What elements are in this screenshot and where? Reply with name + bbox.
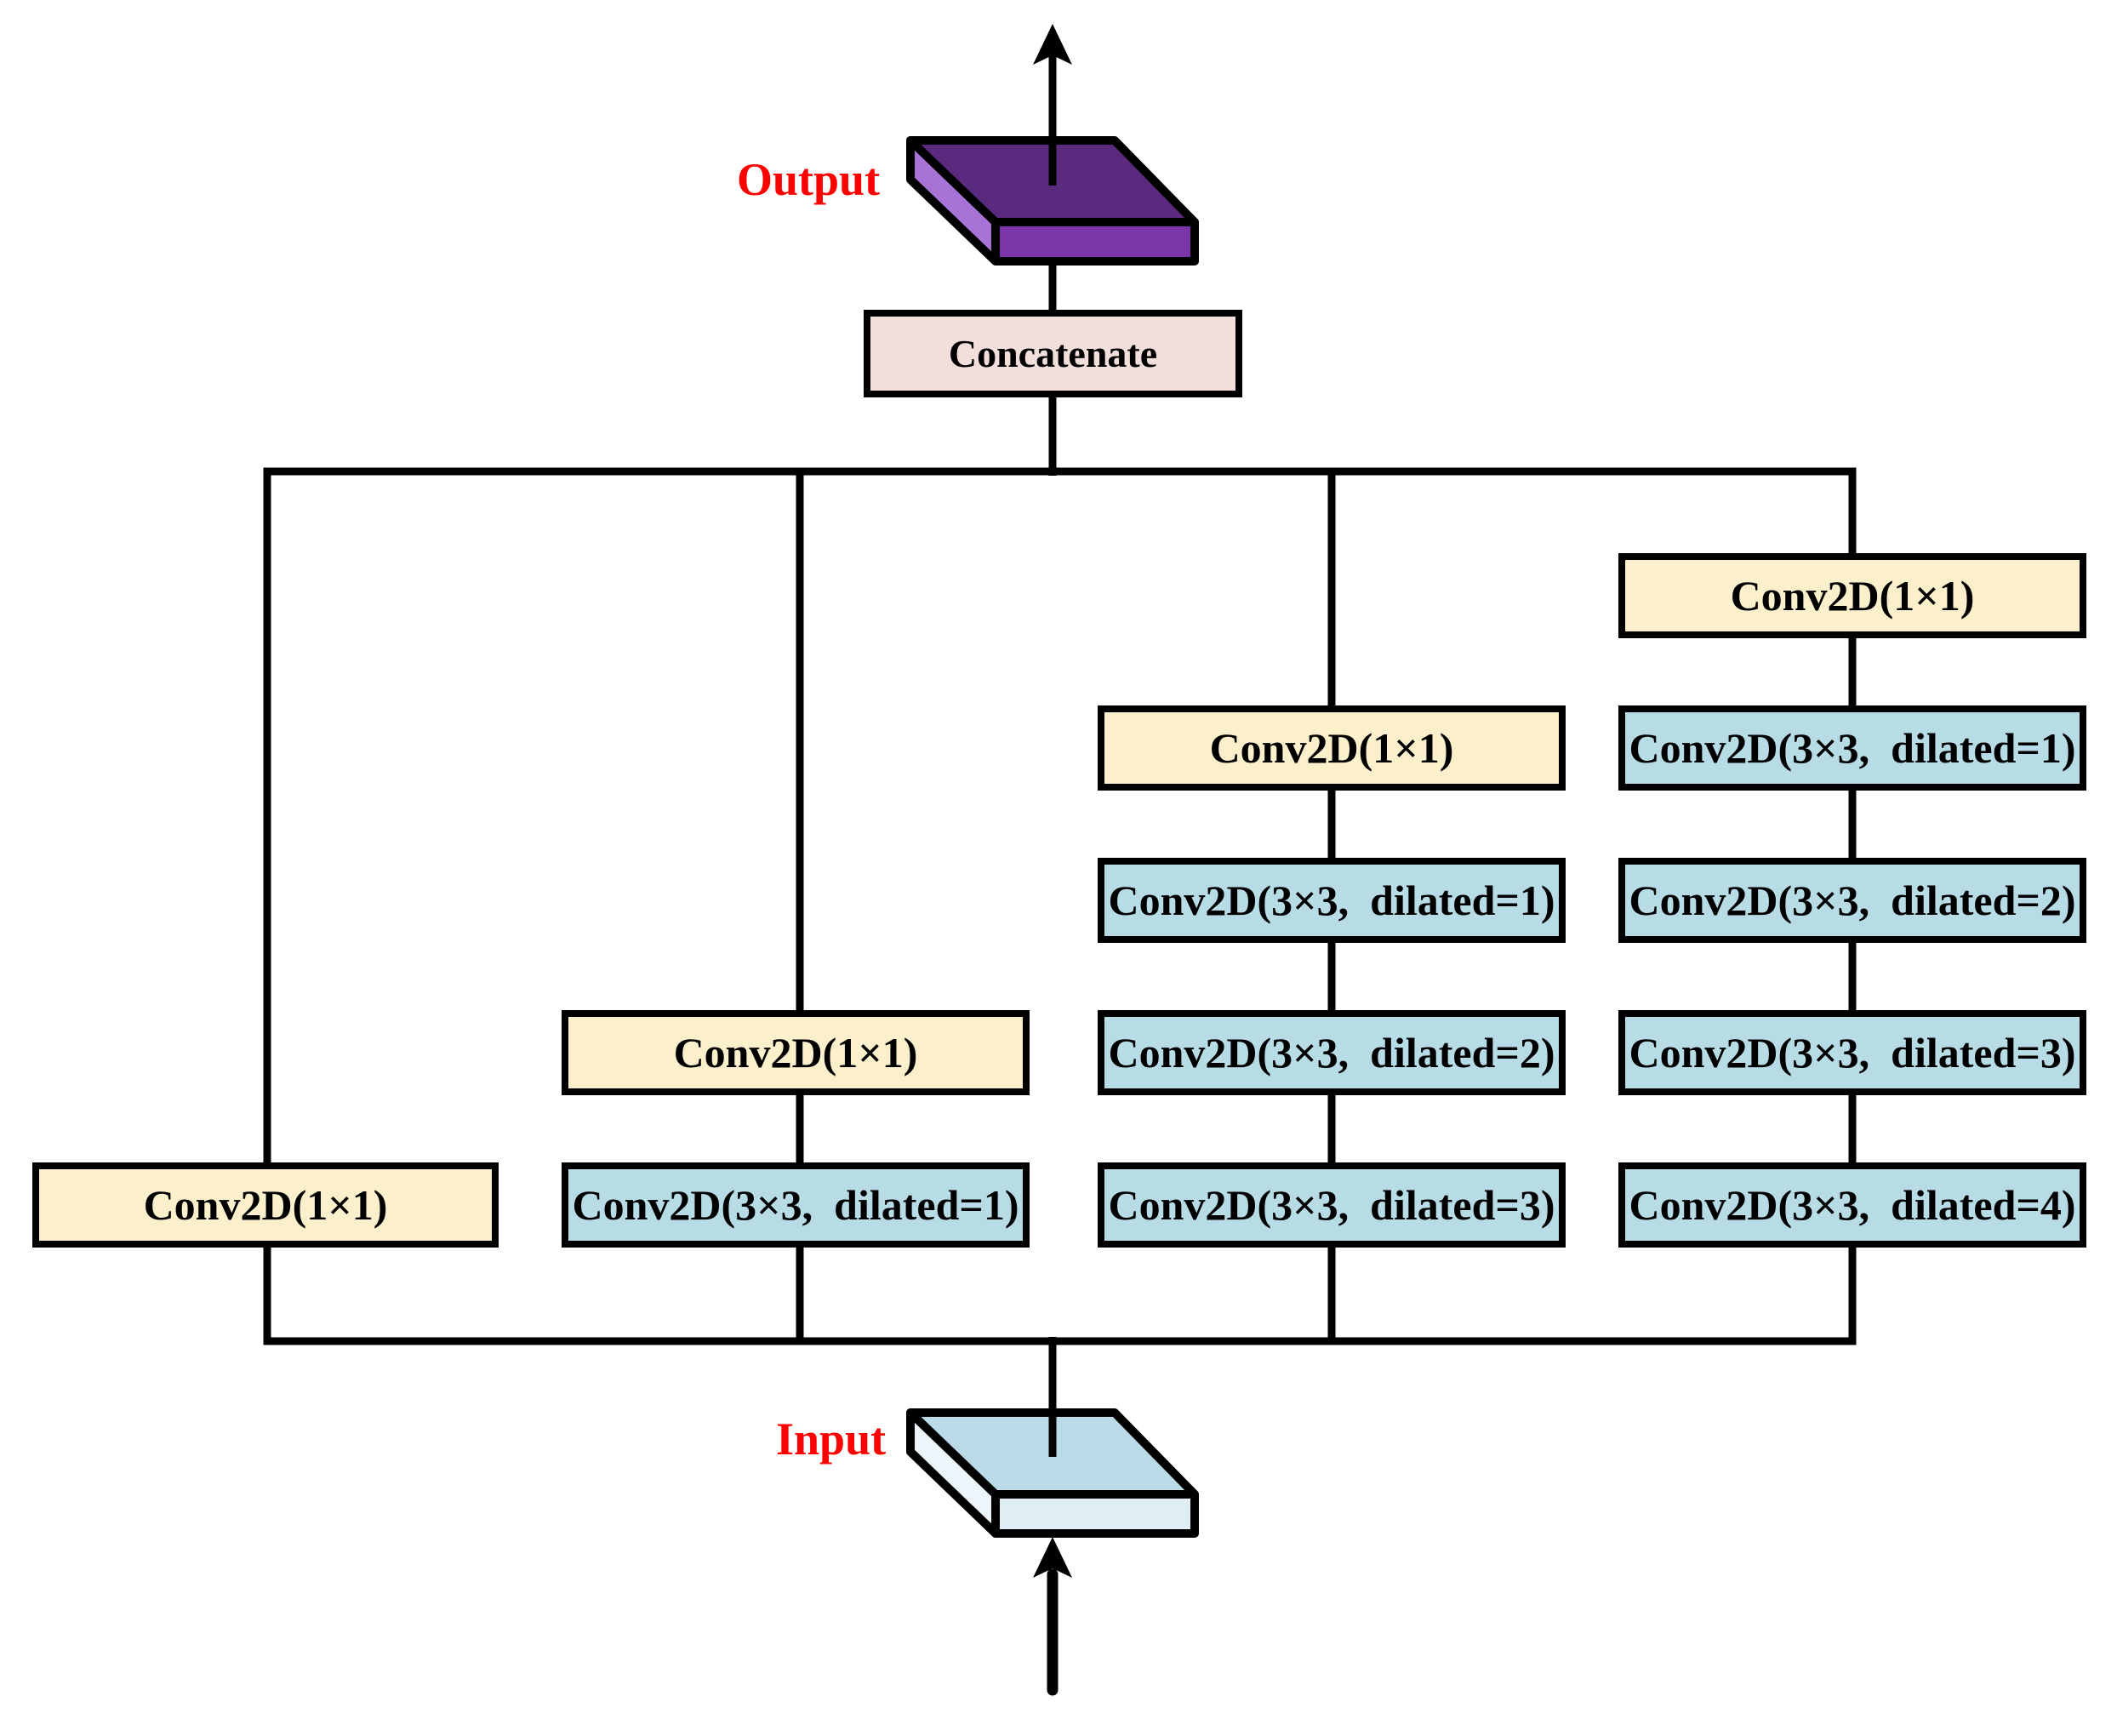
conv-box-label: Conv2D(3×3, dilated=1) (1108, 877, 1555, 924)
branch3-dilated2-box: Conv2D(3×3, dilated=2) (1098, 1010, 1566, 1095)
branch4-conv1x1-box: Conv2D(1×1) (1618, 553, 2086, 638)
branch4-dilated3-box: Conv2D(3×3, dilated=3) (1618, 1010, 2086, 1095)
input-slab-front-face (991, 1490, 1199, 1538)
output-label: Output (737, 154, 881, 205)
branch3-dilated1-box: Conv2D(3×3, dilated=1) (1098, 858, 1566, 943)
concatenate-box: Concatenate (864, 310, 1242, 397)
conv-box-label: Conv2D(3×3, dilated=3) (1629, 1029, 2076, 1076)
input-label: Input (776, 1413, 887, 1465)
input-tensor-slab (906, 1408, 1199, 1538)
branch3-dilated3-box: Conv2D(3×3, dilated=3) (1098, 1162, 1566, 1248)
conv-box-label: Conv2D(3×3, dilated=2) (1108, 1029, 1555, 1076)
branch2-dilated1-box: Conv2D(3×3, dilated=1) (562, 1162, 1030, 1248)
conv-box-label: Conv2D(1×1) (143, 1181, 388, 1229)
output-arrowhead-icon (1033, 24, 1072, 65)
conv-box-label: Conv2D(3×3, dilated=1) (572, 1181, 1019, 1229)
conv-box-label: Conv2D(3×3, dilated=4) (1629, 1181, 2076, 1229)
branch3-conv1x1-box: Conv2D(1×1) (1098, 705, 1566, 791)
concatenate-label: Concatenate (948, 332, 1158, 375)
conv-box-label: Conv2D(3×3, dilated=2) (1629, 877, 2076, 924)
output-slab-front-face (991, 218, 1199, 266)
input-arrowhead-icon (1033, 1537, 1072, 1578)
conv-box-label: Conv2D(1×1) (1209, 724, 1454, 772)
branch4-dilated4-box: Conv2D(3×3, dilated=4) (1618, 1162, 2086, 1248)
branch2-conv1x1-box: Conv2D(1×1) (562, 1010, 1030, 1095)
conv-box-label: Conv2D(1×1) (1730, 572, 1975, 620)
conv-box-label: Conv2D(3×3, dilated=1) (1629, 724, 2076, 772)
branch4-dilated2-box: Conv2D(3×3, dilated=2) (1618, 858, 2086, 943)
conv-box-label: Conv2D(3×3, dilated=3) (1108, 1181, 1555, 1229)
branch1-conv1x1-box: Conv2D(1×1) (32, 1162, 499, 1248)
conv-box-label: Conv2D(1×1) (673, 1029, 918, 1076)
branch4-dilated1-box: Conv2D(3×3, dilated=1) (1618, 705, 2086, 791)
